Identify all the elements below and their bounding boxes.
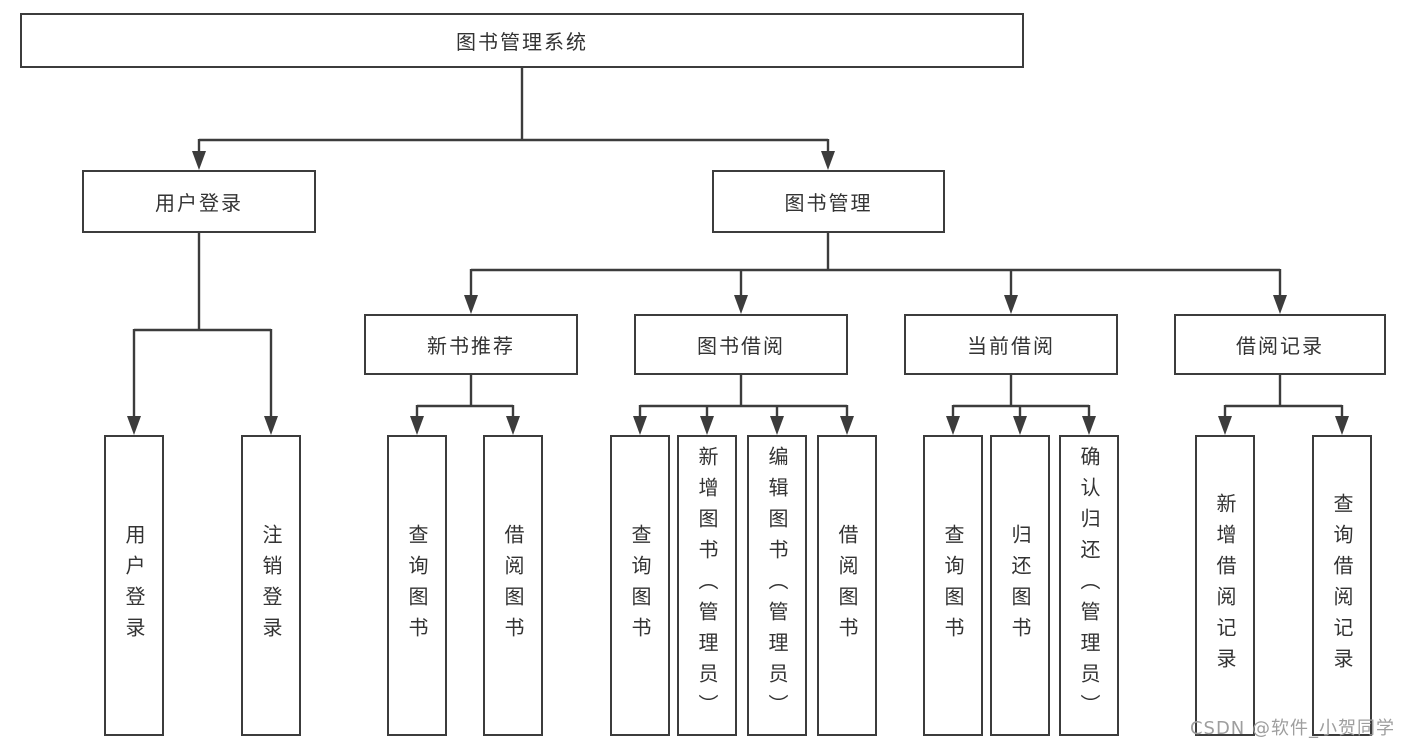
leaf-current-confirm-return-admin: 确认归还（管理员） xyxy=(1059,435,1119,736)
leaf-records-query-record: 查询借阅记录 xyxy=(1312,435,1372,736)
leaf-recommend-borrow-books: 借阅图书 xyxy=(483,435,543,736)
node-current-borrow: 当前借阅 xyxy=(904,314,1118,375)
leaf-records-add-record: 新增借阅记录 xyxy=(1195,435,1255,736)
node-borrow-records: 借阅记录 xyxy=(1174,314,1386,375)
leaf-borrow-borrow-books: 借阅图书 xyxy=(817,435,877,736)
leaf-current-query-books: 查询图书 xyxy=(923,435,983,736)
leaf-recommend-query-books: 查询图书 xyxy=(387,435,447,736)
node-root: 图书管理系统 xyxy=(20,13,1024,68)
leaf-current-return-books: 归还图书 xyxy=(990,435,1050,736)
leaf-user-login: 用户登录 xyxy=(104,435,164,736)
node-book-management: 图书管理 xyxy=(712,170,945,233)
leaf-borrow-add-books-admin: 新增图书（管理员） xyxy=(677,435,737,736)
leaf-logout: 注销登录 xyxy=(241,435,301,736)
node-user-login: 用户登录 xyxy=(82,170,316,233)
leaf-borrow-edit-books-admin: 编辑图书（管理员） xyxy=(747,435,807,736)
leaf-borrow-query-books: 查询图书 xyxy=(610,435,670,736)
csdn-watermark: CSDN @软件_小贺同学 xyxy=(1189,718,1395,739)
node-book-borrow: 图书借阅 xyxy=(634,314,848,375)
node-new-book-recommend: 新书推荐 xyxy=(364,314,578,375)
